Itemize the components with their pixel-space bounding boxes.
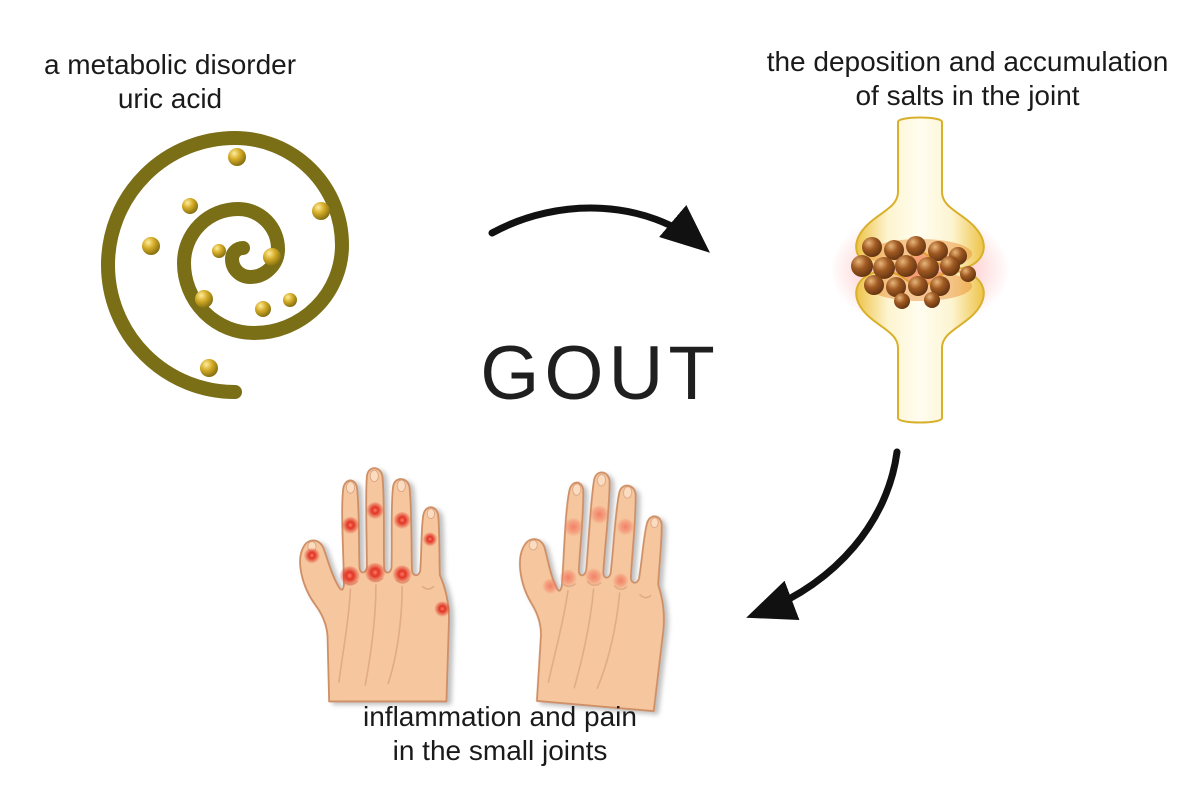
label-salt-deposition-line2: of salts in the joint xyxy=(855,80,1080,112)
arrow-disorder-to-joint xyxy=(488,204,710,253)
joint-illustration xyxy=(830,116,1010,424)
right-hand xyxy=(507,465,678,713)
inflamed-joint-spots-mild xyxy=(541,505,635,596)
uric-acid-spiral-illustration xyxy=(100,130,350,399)
inflamed-joint-spots-severe xyxy=(303,502,451,618)
label-salt-deposition-line1: the deposition and accumulation xyxy=(766,46,1169,77)
arrow-joint-to-hands xyxy=(746,448,901,621)
hands-illustration xyxy=(299,465,678,713)
label-metabolic-disorder-line1: a metabolic disorder xyxy=(43,49,297,80)
label-inflammation: inflammation and pain in the small joint… xyxy=(325,700,675,768)
uric-acid-crystals xyxy=(142,148,330,377)
label-uric-acid: uric acid xyxy=(117,83,223,115)
spiral-shape xyxy=(100,130,350,399)
label-inflammation-line1: inflammation and pain xyxy=(363,701,637,732)
left-hand xyxy=(299,467,451,703)
salt-deposits xyxy=(851,236,976,309)
label-inflammation-line2: in the small joints xyxy=(392,735,608,767)
label-salt-deposition: the deposition and accumulation of salts… xyxy=(735,45,1200,113)
label-metabolic-disorder: a metabolic disorder uric acid xyxy=(15,48,325,116)
gout-title: GOUT xyxy=(480,331,720,416)
